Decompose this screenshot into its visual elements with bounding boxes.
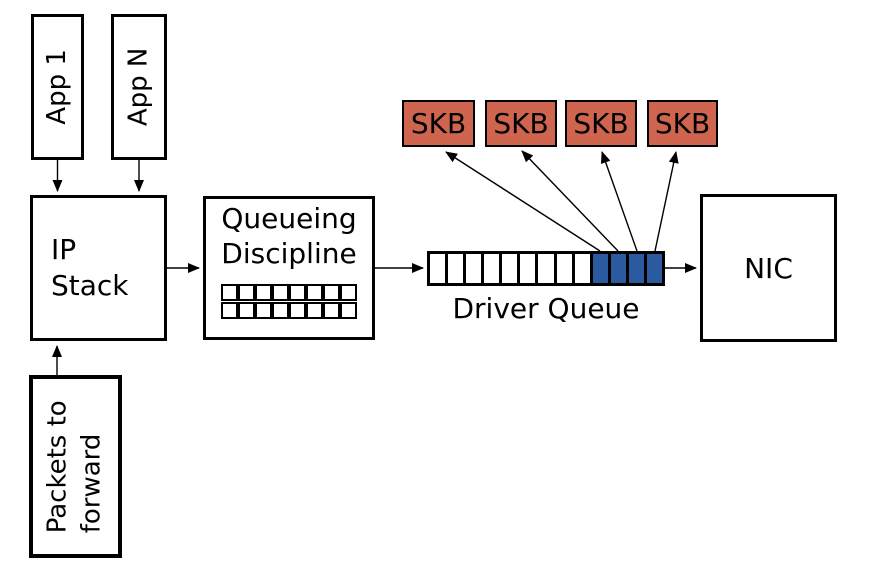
driver-queue-cell-filled: [610, 254, 629, 283]
skb-label-3: SKB: [573, 107, 629, 140]
app1-label-wrap: App 1: [34, 17, 81, 157]
driver-queue-cell-empty: [520, 254, 539, 283]
packets-to-forward-label-line1: Packets to: [42, 400, 73, 533]
qdisc-grid-cell: [238, 284, 255, 301]
driver-queue-cell-filled: [628, 254, 647, 283]
driver-queue-cell-empty: [502, 254, 521, 283]
driver-queue-cell-empty: [484, 254, 503, 283]
driver-queue-cell-filled: [592, 254, 611, 283]
driver-queue-cell-filled: [646, 254, 663, 283]
queueing-discipline-box: Queueing Discipline: [203, 196, 375, 340]
arrow-queuecell4-to-skb4: [654, 151, 679, 252]
skb-label-1: SKB: [410, 107, 467, 140]
app1-box: App 1: [31, 14, 84, 160]
qdisc-grid-cell: [323, 302, 340, 319]
queueing-discipline-label-line1: Queueing: [221, 202, 357, 235]
qdisc-grid-cell: [340, 284, 357, 301]
ip-stack-box: IP Stack: [30, 195, 167, 341]
packets-to-forward-label-wrap: Packets to forward: [33, 379, 118, 554]
driver-queue-cell-empty: [466, 254, 485, 283]
qdisc-grid-cell: [306, 284, 323, 301]
qdisc-grid-cell: [255, 302, 272, 319]
arrow-queuecell2-to-skb2: [521, 150, 619, 252]
driver-queue-cell-empty: [448, 254, 467, 283]
qdisc-grid-cell: [221, 302, 238, 319]
qdisc-grid-cell: [272, 284, 289, 301]
qdisc-grid-cell: [289, 302, 306, 319]
qdisc-grid-cell: [323, 284, 340, 301]
nic-label: NIC: [744, 251, 793, 285]
queueing-discipline-label-line2: Discipline: [221, 237, 357, 270]
driver-queue-cell-empty: [538, 254, 557, 283]
appn-label: App N: [123, 47, 154, 127]
qdisc-grid: [221, 284, 357, 319]
app1-label: App 1: [41, 49, 72, 125]
packets-to-forward-label: Packets to forward: [42, 400, 110, 533]
driver-queue-cell-empty: [430, 254, 449, 283]
arrow-queuecell1-to-skb1: [445, 151, 601, 252]
qdisc-grid-cell: [255, 284, 272, 301]
qdisc-grid-cell: [306, 302, 323, 319]
skb-box-3: SKB: [565, 100, 637, 147]
appn-box: App N: [111, 14, 167, 160]
packets-to-forward-box: Packets to forward: [29, 375, 122, 558]
qdisc-grid-cell: [221, 284, 238, 301]
driver-queue: [427, 251, 665, 286]
driver-queue-label: Driver Queue: [452, 292, 640, 325]
packets-to-forward-label-line2: forward: [76, 433, 107, 533]
qdisc-grid-cell: [340, 302, 357, 319]
driver-queue-cell-empty: [557, 254, 575, 283]
skb-box-4: SKB: [647, 100, 718, 147]
appn-label-wrap: App N: [114, 17, 164, 157]
ip-stack-label-line2: Stack: [51, 269, 129, 302]
arrow-queuecell3-to-skb3: [600, 151, 638, 252]
nic-box: NIC: [700, 194, 837, 342]
skb-box-2: SKB: [485, 100, 557, 147]
qdisc-grid-cell: [272, 302, 289, 319]
skb-label-4: SKB: [654, 107, 711, 140]
qdisc-grid-cell: [238, 302, 255, 319]
driver-queue-cell-empty: [575, 254, 593, 283]
skb-box-1: SKB: [402, 100, 475, 147]
skb-label-2: SKB: [493, 107, 549, 140]
qdisc-grid-cell: [289, 284, 306, 301]
ip-stack-label-line1: IP: [51, 232, 77, 266]
